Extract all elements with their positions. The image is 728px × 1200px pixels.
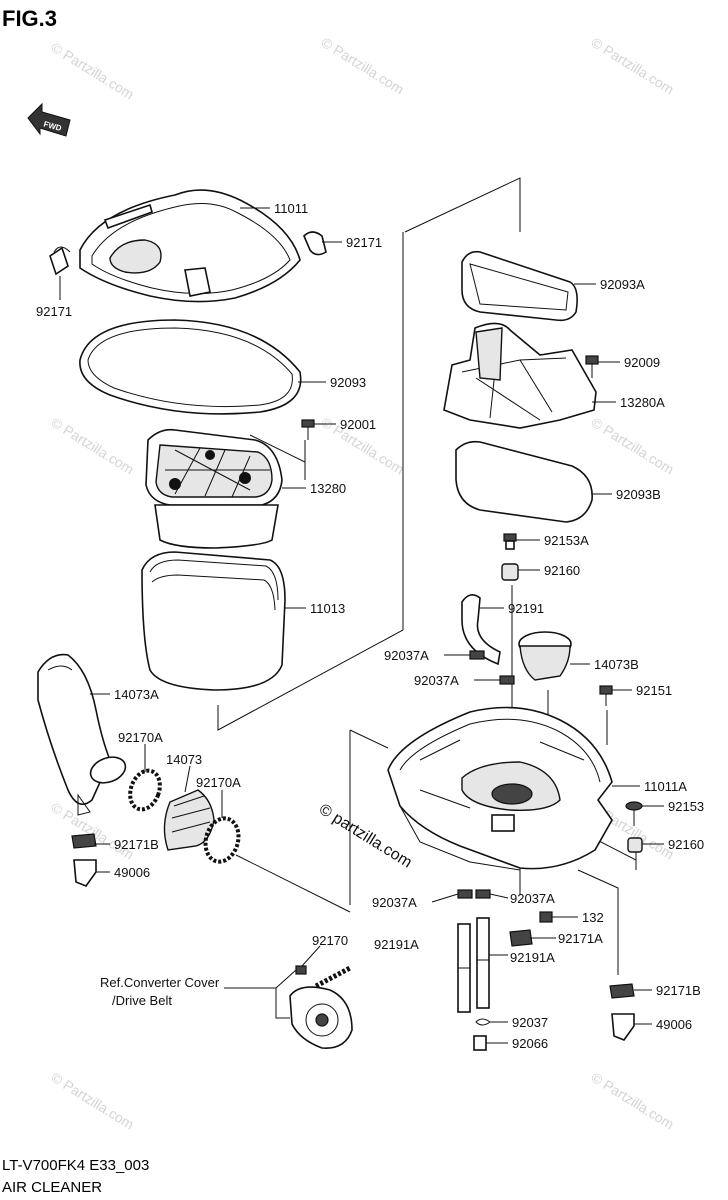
label-92037A-3: 92037A: [372, 895, 417, 910]
label-13280: 13280: [310, 481, 346, 496]
label-92170A-right: 92170A: [196, 775, 241, 790]
label-14073: 14073: [166, 752, 202, 767]
label-ref-converter-line1: Ref.Converter Cover: [100, 975, 220, 990]
part-92151-bolt: [599, 685, 613, 706]
part-92160-grommet-right: [627, 837, 643, 853]
part-92093A-gasket: [461, 250, 578, 322]
label-92170A-left: 92170A: [118, 730, 163, 745]
part-92171B-clip-left: [71, 833, 97, 849]
footer-title: AIR CLEANER: [2, 1179, 102, 1196]
label-13280A: 13280A: [620, 395, 665, 410]
label-92153A: 92153A: [544, 533, 589, 548]
part-14073A-duct: [37, 653, 127, 816]
part-92170A-clamp-right: [203, 816, 241, 864]
label-92191A-right: 92191A: [510, 950, 555, 965]
watermark: © Partzilla.com: [588, 34, 676, 98]
label-132: 132: [582, 910, 604, 925]
label-92093A: 92093A: [600, 277, 645, 292]
part-92037A-clamp-1: [469, 650, 485, 660]
part-92037A-clamp-3: [457, 889, 473, 899]
footer-code: LT-V700FK4 E33_003: [2, 1157, 149, 1174]
label-92171-left: 92171: [36, 304, 72, 319]
watermark: © Partzilla.com: [48, 1069, 136, 1133]
watermark-center: © partzilla.com: [316, 801, 415, 872]
label-92093B: 92093B: [616, 487, 661, 502]
part-92093-gasket: [79, 319, 302, 415]
leader-lines: [59, 207, 664, 1044]
label-92171: 92171: [346, 235, 382, 250]
part-13280-holder: [145, 428, 283, 549]
label-92037A-1: 92037A: [384, 648, 429, 663]
label-11011A: 11011A: [644, 779, 687, 794]
label-92170: 92170: [312, 933, 348, 948]
label-14073B: 14073B: [594, 657, 639, 672]
part-92191A-hose-right: [476, 917, 490, 1009]
part-labels: 11011 92171 92171 92093 92001 13280 1101…: [36, 201, 704, 1051]
ref-converter-cover: [289, 986, 353, 1049]
label-92001: 92001: [340, 417, 376, 432]
watermark: © Partzilla.com: [48, 799, 136, 863]
part-49006-drain-right: [611, 1013, 635, 1041]
fwd-arrow-icon: FWD: [27, 102, 71, 137]
label-11011: 11011: [274, 201, 308, 216]
part-13280A-holder-upper: [443, 322, 597, 429]
part-92171-clip-left: [49, 246, 71, 276]
label-92009: 92009: [624, 355, 660, 370]
label-49006-left: 49006: [114, 865, 150, 880]
label-92093: 92093: [330, 375, 366, 390]
part-11013-element: [141, 551, 286, 691]
label-92037: 92037: [512, 1015, 548, 1030]
label-92191: 92191: [508, 601, 544, 616]
part-92093B-gasket: [455, 440, 593, 523]
label-92037A-2: 92037A: [414, 673, 459, 688]
part-14073-joint: [163, 789, 215, 851]
part-11011-case-cover: [79, 189, 301, 303]
label-92160-right: 92160: [668, 837, 704, 852]
label-14073A: 14073A: [114, 687, 159, 702]
part-92170-clamp: [295, 965, 352, 989]
part-11011A-case-lower: [387, 706, 613, 871]
label-92191A-left: 92191A: [374, 937, 419, 952]
part-92191-hose: [461, 594, 501, 666]
label-92037A-4: 92037A: [510, 891, 555, 906]
part-92170A-clamp-left: [128, 768, 162, 812]
label-92160-top: 92160: [544, 563, 580, 578]
part-92037A-clamp-2: [499, 675, 515, 685]
part-92160-grommet-top: [501, 563, 519, 581]
part-49006-drain-left: [73, 859, 97, 887]
part-92037A-clamp-4: [475, 889, 491, 899]
watermark: © Partzilla.com: [48, 414, 136, 478]
label-92171B-left: 92171B: [114, 837, 159, 852]
label-92171A: 92171A: [558, 931, 603, 946]
part-92153A-bolt: [503, 533, 517, 550]
part-92171B-clip-right: [609, 983, 635, 999]
watermark: © Partzilla.com: [318, 34, 406, 98]
part-92037-clamp: [475, 1018, 491, 1026]
part-92066-plug: [473, 1035, 487, 1051]
label-ref-converter-line2: /Drive Belt: [112, 993, 172, 1008]
label-92171B-right: 92171B: [656, 983, 701, 998]
watermark: © Partzilla.com: [48, 39, 136, 103]
label-92153: 92153: [668, 799, 704, 814]
label-92151: 92151: [636, 683, 672, 698]
part-92171A-clip: [509, 929, 533, 947]
part-92191A-hose-left: [457, 923, 471, 1013]
part-14073B-joint: [518, 631, 572, 681]
part-92001-screw: [301, 419, 315, 440]
part-132-plug: [539, 911, 553, 923]
label-92066: 92066: [512, 1036, 548, 1051]
figure-title: FIG.3: [2, 6, 57, 31]
watermark: © Partzilla.com: [588, 414, 676, 478]
watermark: © Partzilla.com: [588, 1069, 676, 1133]
part-92171-clip-right: [303, 231, 327, 256]
part-92009-bolt: [585, 355, 599, 378]
label-49006-right: 49006: [656, 1017, 692, 1032]
label-11013: 11013: [310, 601, 345, 616]
